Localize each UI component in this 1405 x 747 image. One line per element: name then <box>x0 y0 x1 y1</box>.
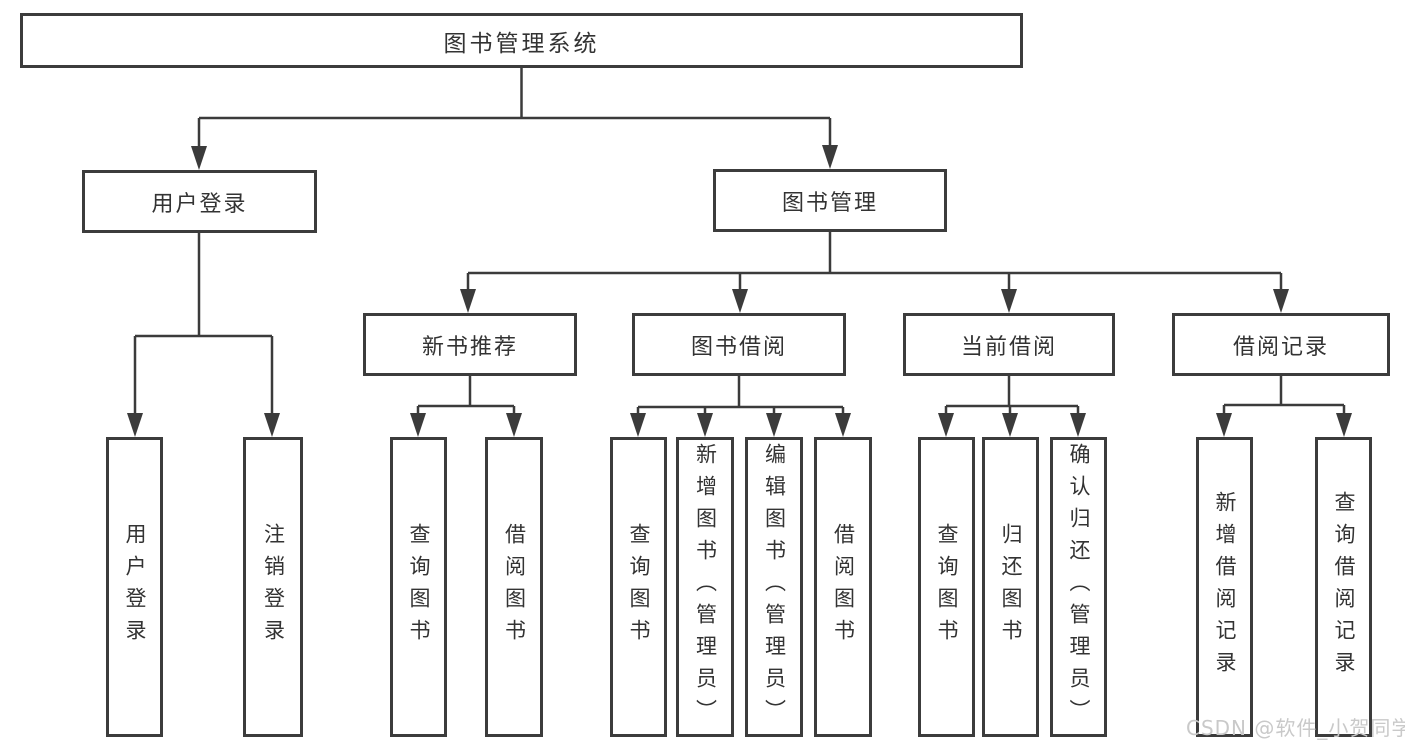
leaf-query-books-current: 查询图书 <box>918 437 975 737</box>
node-current-borrow: 当前借阅 <box>903 313 1115 376</box>
leaf-label: 编辑图书（管理员） <box>762 443 787 731</box>
leaf-confirm-return-admin: 确认归还（管理员） <box>1050 437 1107 737</box>
node-library-management-system: 图书管理系统 <box>20 13 1023 68</box>
leaf-borrow-books-recommend: 借阅图书 <box>485 437 543 737</box>
leaf-label: 用户登录 <box>123 523 148 651</box>
leaf-user-login: 用户登录 <box>106 437 163 737</box>
node-label: 图书管理系统 <box>443 30 600 57</box>
leaf-logout: 注销登录 <box>243 437 303 737</box>
arrowheads <box>127 145 1352 437</box>
leaf-add-borrow-record: 新增借阅记录 <box>1196 437 1253 737</box>
leaf-label: 确认归还（管理员） <box>1067 443 1092 731</box>
node-book-management: 图书管理 <box>713 169 947 232</box>
node-label: 用户登录 <box>151 191 248 217</box>
leaf-label: 借阅图书 <box>831 523 856 651</box>
node-label: 借阅记录 <box>1232 334 1329 360</box>
csdn-watermark: CSDN @软件_小贺同学 <box>1186 716 1405 740</box>
connector-trunks <box>133 66 1346 415</box>
node-user-login: 用户登录 <box>82 170 317 233</box>
leaf-label: 查询图书 <box>407 523 432 651</box>
leaf-label: 查询借阅记录 <box>1332 491 1357 683</box>
leaf-query-books-borrow: 查询图书 <box>610 437 667 737</box>
leaf-label: 借阅图书 <box>502 523 527 651</box>
node-new-book-recommend: 新书推荐 <box>363 313 577 376</box>
leaf-label: 归还图书 <box>999 523 1024 651</box>
node-label: 图书管理 <box>781 190 878 216</box>
leaf-return-books: 归还图书 <box>982 437 1039 737</box>
node-borrow-records: 借阅记录 <box>1172 313 1390 376</box>
leaf-label: 查询图书 <box>627 523 652 651</box>
leaf-query-books-recommend: 查询图书 <box>390 437 447 737</box>
node-book-borrow: 图书借阅 <box>632 313 846 376</box>
leaf-label: 注销登录 <box>261 523 286 651</box>
leaf-add-book-admin: 新增图书（管理员） <box>676 437 734 737</box>
leaf-borrow-books: 借阅图书 <box>814 437 872 737</box>
leaf-label: 查询图书 <box>935 523 960 651</box>
leaf-label: 新增借阅记录 <box>1213 491 1238 683</box>
node-label: 新书推荐 <box>421 334 518 360</box>
leaf-query-borrow-record: 查询借阅记录 <box>1315 437 1372 737</box>
node-label: 当前借阅 <box>960 334 1057 360</box>
leaf-label: 新增图书（管理员） <box>693 443 718 731</box>
node-label: 图书借阅 <box>690 334 787 360</box>
leaf-edit-book-admin: 编辑图书（管理员） <box>745 437 803 737</box>
